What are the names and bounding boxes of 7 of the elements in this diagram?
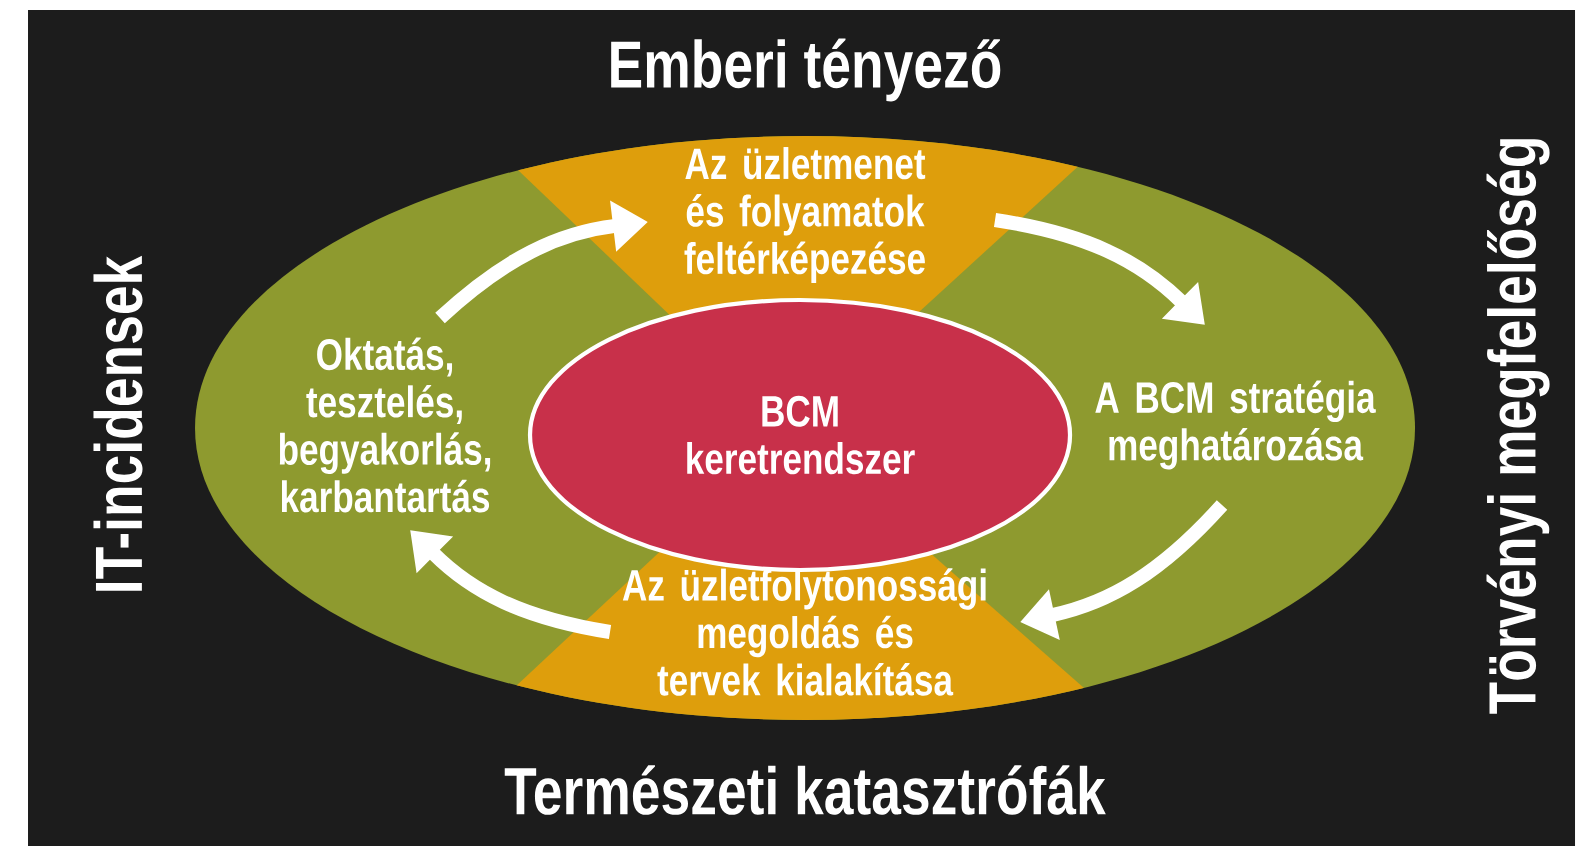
sector-label: A BCM stratégia meghatározása	[1095, 380, 1376, 470]
side-label: Természeti katasztrófák	[504, 765, 1106, 815]
side-label: IT-incidensek	[93, 255, 143, 591]
side-label: Emberi tényező	[611, 38, 1001, 102]
sector-label: Oktatás, tesztelés, begyakorlás, karbantartás	[279, 337, 491, 513]
sector-label: Az üzletmenet és folyamatok feltérképezése	[684, 147, 926, 283]
side-label: Törvényi megfelelőség	[1486, 139, 1550, 714]
